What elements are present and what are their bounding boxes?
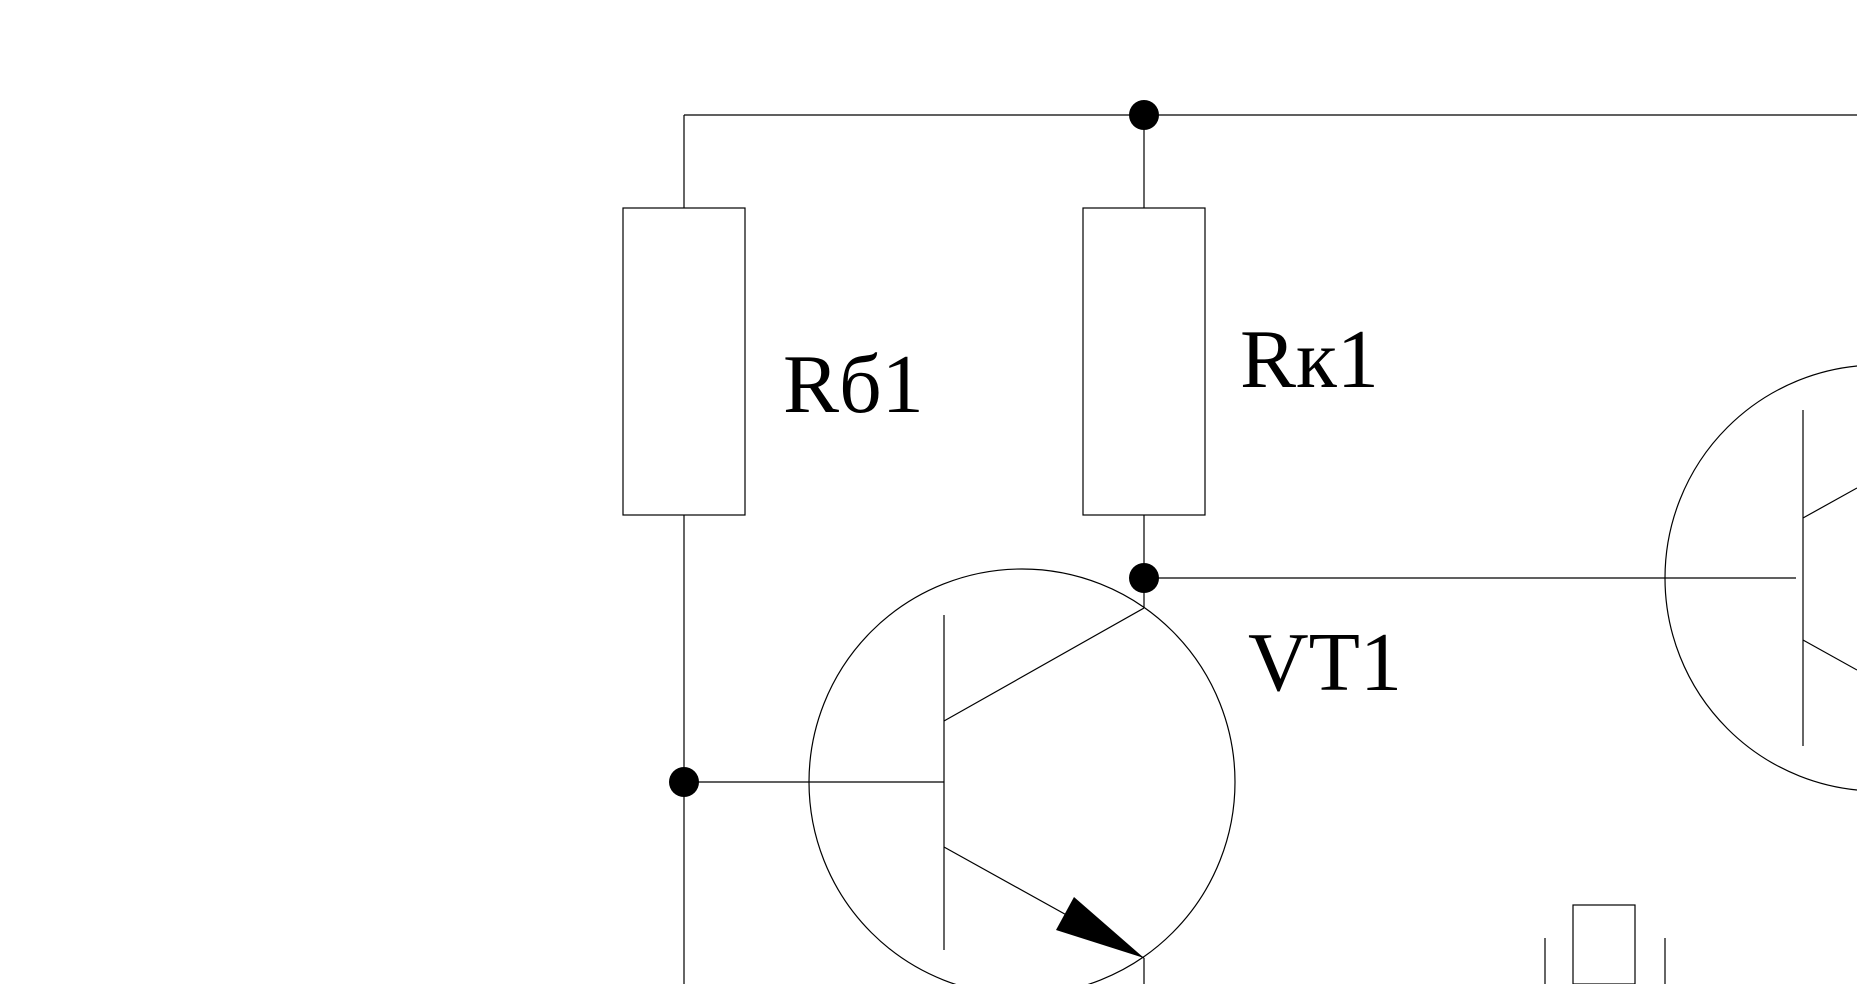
vt1-envelope [808, 568, 1236, 984]
junction-dot-base [669, 767, 699, 797]
second-transistor-collector-lead [1802, 487, 1857, 519]
label-rk1: Rк1 [1240, 313, 1379, 406]
junction-dot-top-rail [1129, 100, 1159, 130]
resistor-rb1 [622, 207, 746, 516]
label-vt1: VT1 [1248, 616, 1402, 709]
label-rb1: Rб1 [783, 338, 924, 431]
vt1-emitter-arrow [1056, 897, 1144, 958]
junction-dot-collector [1129, 563, 1159, 593]
resistor-rk1 [1082, 207, 1206, 516]
vt1-collector-lead [943, 607, 1145, 722]
second-transistor-emitter-lead [1802, 639, 1857, 671]
second-transistor-envelope [1664, 365, 1857, 791]
bottom-component-body [1572, 904, 1636, 984]
transistor-second-stage [1664, 365, 1857, 791]
bottom-partial-component [1544, 904, 1666, 984]
transistor-vt1 [808, 568, 1236, 984]
